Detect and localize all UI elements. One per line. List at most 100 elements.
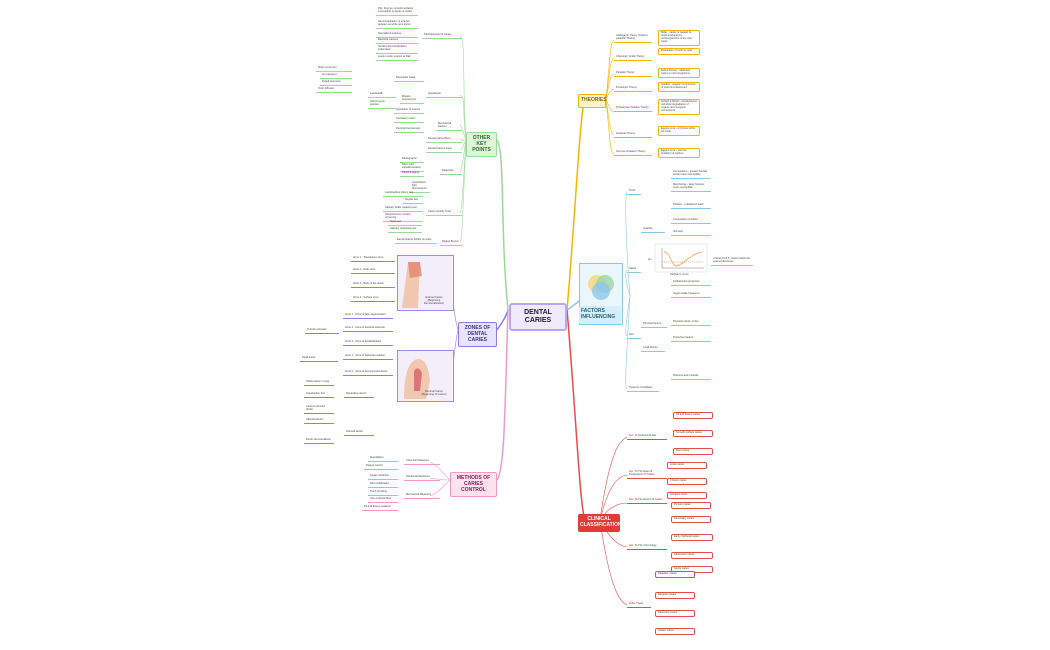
other-sub-item: Toxin diffusion: [316, 87, 352, 93]
factor-item: Composition - greater fluoride content l…: [671, 170, 711, 179]
theory-branch-lines: [605, 39, 615, 156]
theory-title[interactable]: Proteolysis-chelation Theory: [614, 106, 652, 112]
clinical-topic[interactable]: CLINICAL CLASSIFICATION: [578, 514, 622, 532]
other-item: Pits, fissures, smooth surfaces suscepti…: [376, 7, 418, 16]
branch-pathogenesis[interactable]: Pathogenesis Of Caries: [422, 33, 462, 39]
zone-side-item: Reparative dentin: [344, 392, 374, 398]
factor-local[interactable]: Local factors: [641, 346, 665, 352]
theory-desc: Miller - caries is caused by acids produ…: [658, 30, 700, 46]
method-branch[interactable]: Nutritional Measures: [404, 475, 440, 481]
enamel-zone-item: Zone 2 - Dark zone: [351, 268, 395, 274]
clinical-item: Chronic caries: [667, 478, 707, 485]
clinical-item: Recurrent caries: [655, 610, 695, 617]
factor-item: Protective factors: [671, 336, 711, 342]
dentinal-zone-item: Zone 4 - Zone of bacterial invasion: [343, 354, 393, 360]
method-item: Pit and fissure sealants: [362, 505, 398, 511]
factor-tooth[interactable]: Tooth: [627, 189, 641, 195]
factor-diet[interactable]: Diet: [627, 333, 641, 339]
other-item: Digital imaging: [400, 171, 424, 177]
dentinal-zone-item: Zone 1 - Zone of fatty degeneration: [343, 313, 393, 319]
clinical-branch[interactable]: Acc. To The Rate Of Progression Of Carie…: [627, 470, 667, 479]
enamel-caries-image: [397, 255, 454, 311]
dentinal-caries-label[interactable]: Dentinal Caries (Beginning Of Lesion): [421, 390, 447, 396]
clinical-item: Radiation caries: [655, 571, 695, 578]
branch-caries-activity[interactable]: Caries Activity Tests: [426, 210, 462, 216]
branch-diagnosis[interactable]: Diagnosis: [440, 169, 462, 175]
factor-item: Composition of saliva: [671, 218, 711, 224]
clinical-item: Secondary caries: [671, 516, 711, 523]
clinical-branch[interactable]: Acc. To The Extent Of Lesion: [627, 498, 667, 504]
clinical-item: Adolescent caries: [671, 552, 713, 559]
theory-title[interactable]: Proteolytic Theory: [614, 86, 652, 92]
enamel-tooth-icon: [402, 262, 422, 308]
dentinal-zone-item: Zone 3 - Zone of decalcification: [343, 340, 393, 346]
central-topic[interactable]: DENTAL CARIES: [509, 303, 567, 332]
theory-title[interactable]: Chemical / Acidic Theory: [614, 55, 652, 61]
branch-plaque[interactable]: Plaque Bound: [440, 240, 462, 246]
enamel-zone-item: Zone 3 - Body of the lesion: [351, 282, 395, 288]
enamel-zone-item: Zone 1 - Translucent zone: [351, 256, 395, 262]
other-item: Lactobacilli: [368, 92, 396, 98]
zone-side-note: Liquefaction foci: [304, 392, 334, 398]
method-branch[interactable]: Chemical Measures: [404, 459, 440, 465]
theories-topic[interactable]: THEORIES: [578, 94, 607, 108]
clinical-item: Arrested caries: [667, 492, 707, 499]
other-item: Salivary buffer capacity test: [383, 206, 423, 212]
methods-topic[interactable]: METHODS OF CARIES CONTROL: [450, 472, 497, 498]
factor-systemic[interactable]: Systemic Conditions: [627, 386, 659, 392]
clinical-item: Pit and fissure caries: [673, 412, 713, 419]
other-item: Swab test: [388, 220, 422, 226]
theory-title[interactable]: Autolysis Theory: [614, 132, 652, 138]
method-item: Use of dental floss: [368, 497, 398, 503]
theory-title[interactable]: Sucrose chelation Theory: [614, 150, 652, 156]
branch-dental-caries-bone[interactable]: Dental Caries Bone: [426, 137, 462, 143]
clinical-branch[interactable]: Acc. To The Chronology: [627, 544, 667, 550]
clinical-branch[interactable]: Other Types: [627, 602, 651, 608]
branch-mechanical[interactable]: Mechanical Factors: [436, 122, 462, 131]
zone-side-item: Dead tracts: [300, 356, 338, 362]
other-item: Reversible stage: [394, 76, 424, 82]
dentinal-caries-image: [397, 350, 454, 402]
other-sub-item: Fluid movement: [316, 66, 352, 72]
clinical-item: Smooth surface caries: [673, 430, 713, 437]
factor-branch-lines: [625, 191, 631, 390]
method-branch[interactable]: Mechanical Measures: [404, 493, 440, 499]
zones-topic[interactable]: ZONES OF DENTAL CARIES: [458, 322, 497, 348]
factor-physical[interactable]: Physical factors: [641, 322, 667, 328]
theory-title[interactable]: Parasitic Theory: [614, 71, 652, 77]
branch-dental-caries-lesion[interactable]: Dental Caries Lesion: [426, 147, 462, 153]
other-item: Mutans streptococci: [400, 95, 424, 104]
other-item: Radiographs: [400, 157, 424, 163]
dentinal-tooth-icon: [404, 359, 430, 399]
clinical-branch[interactable]: Acc. To Anatomical Site: [627, 434, 667, 440]
zone-side-item: Infected dentin: [344, 430, 374, 436]
method-item: Sugar restriction: [368, 474, 398, 480]
other-key-points-topic[interactable]: OTHER KEY POINTS: [466, 132, 497, 158]
other-item: Demineralization of enamel appears as wh…: [376, 20, 418, 29]
dentinal-zone-item: Zone 5 - Zone of decomposed dentin: [343, 370, 393, 376]
link-clinical: [566, 309, 586, 521]
other-item: Quantitative light fluorescence: [410, 181, 430, 193]
theory-title[interactable]: Acidogenic Theory (Chemo-parasitic Theor…: [614, 34, 652, 43]
enamel-caries-label[interactable]: Enamel Caries (Beginning Demineralizatio…: [423, 296, 445, 305]
zone-side-note: Dentin demineralized: [304, 438, 334, 444]
factors-topic[interactable]: FACTORS INFLUENCING: [579, 306, 621, 324]
branch-hypothesis[interactable]: Hypothesis: [426, 92, 462, 98]
factor-item: Physical nature of diet: [671, 320, 711, 326]
other-sub-item: Ion transport: [320, 73, 352, 79]
other-item: Lactobacillus colony test: [383, 191, 423, 197]
factor-saliva[interactable]: Saliva: [627, 267, 641, 273]
other-sub-item: Pulpal response: [320, 80, 352, 86]
factor-item: Morphology - deep fissures more suscepti…: [671, 183, 711, 192]
other-item: Bacterial cultures: [376, 38, 418, 44]
other-item: Streptococcus mutans screening: [383, 213, 423, 222]
factor-item: Vitamins and minerals: [671, 374, 711, 380]
clinical-item: Hidden caries: [655, 628, 695, 635]
theory-desc: Schatz & Martin - simultaneous microbial…: [658, 99, 700, 115]
stephan-curve-axis: pH: [648, 258, 652, 261]
stephan-curve-caption: Stephan's curve: [670, 273, 689, 276]
link-zones: [496, 309, 509, 331]
other-item: Salivary reductase test: [388, 227, 422, 233]
clinical-item: Rampant caries: [655, 592, 695, 599]
